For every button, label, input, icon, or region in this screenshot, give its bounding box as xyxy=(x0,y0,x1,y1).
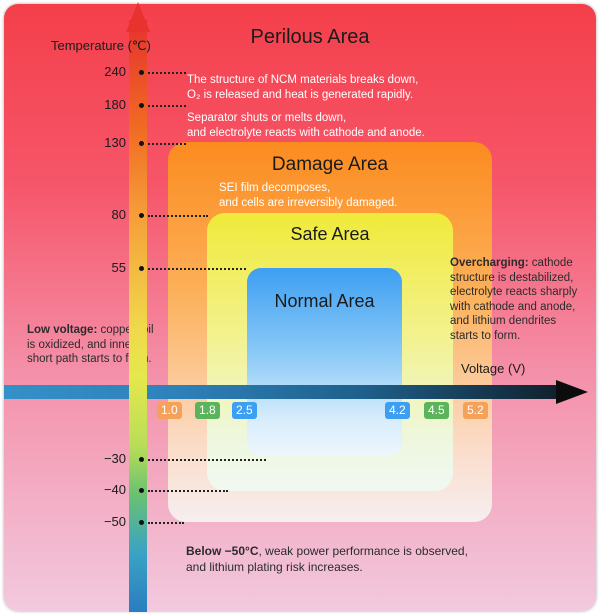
leader-line xyxy=(148,72,186,74)
note-lead: Below −50°C xyxy=(186,544,259,558)
normal-area-zone xyxy=(247,268,402,456)
tick-dot xyxy=(139,141,144,146)
tick-dot xyxy=(139,266,144,271)
leader-line xyxy=(148,522,184,524)
note-line: structure is destabilized, xyxy=(450,271,574,284)
temperature-tick-minus-30: −30 xyxy=(103,451,126,466)
ncm-breakdown-note: The structure of NCM materials breaks do… xyxy=(187,73,418,102)
note-line: SEI film decomposes, xyxy=(219,182,331,194)
leader-line xyxy=(148,105,186,107)
voltage-chip-4-2: 4.2 xyxy=(385,402,410,419)
leader-line xyxy=(148,490,228,492)
temperature-axis xyxy=(129,20,147,612)
note-line: , weak power performance is observed, xyxy=(258,544,468,558)
temperature-tick-180: 180 xyxy=(104,97,126,112)
voltage-axis xyxy=(4,385,560,399)
note-line: Separator shuts or melts down, xyxy=(187,112,347,124)
temperature-tick-130: 130 xyxy=(104,135,126,150)
note-lead: Low voltage: xyxy=(27,324,98,336)
note-line: cathode xyxy=(528,257,573,269)
temperature-axis-label: Temperature (℃) xyxy=(51,38,151,53)
leader-line xyxy=(148,143,186,145)
voltage-chip-5-2: 5.2 xyxy=(463,402,488,419)
separator-note: Separator shuts or melts down, and elect… xyxy=(187,111,425,140)
voltage-chip-1-8: 1.8 xyxy=(195,402,220,419)
leader-line xyxy=(148,268,246,270)
note-line: and lithium plating risk increases. xyxy=(186,560,363,574)
note-line: short path starts to form. xyxy=(27,353,152,365)
leader-line xyxy=(148,215,208,217)
tick-dot xyxy=(139,103,144,108)
sei-note: SEI film decomposes, and cells are irrev… xyxy=(219,181,397,210)
note-line: with cathode and anode, xyxy=(450,300,576,313)
temperature-tick-55: 55 xyxy=(111,260,126,275)
tick-dot xyxy=(139,488,144,493)
note-lead: Overcharging: xyxy=(450,257,529,269)
overcharging-note: Overcharging: cathode structure is desta… xyxy=(450,256,577,343)
damage-area-title: Damage Area xyxy=(271,154,389,175)
leader-line xyxy=(148,459,266,461)
tick-dot xyxy=(139,213,144,218)
note-line: starts to form. xyxy=(450,329,521,342)
note-line: electrolyte reacts sharply xyxy=(450,286,578,298)
low-voltage-note: Low voltage: copper foil is oxidized, an… xyxy=(27,323,154,367)
note-line: is oxidized, and inner xyxy=(27,338,136,351)
temperature-tick-minus-40: −40 xyxy=(103,482,126,497)
voltage-axis-label: Voltage (V) xyxy=(461,361,526,376)
voltage-chip-2-5: 2.5 xyxy=(232,402,257,419)
voltage-chip-1-0: 1.0 xyxy=(157,402,182,419)
temperature-tick-minus-50: −50 xyxy=(103,514,126,529)
voltage-chip-4-5: 4.5 xyxy=(424,402,449,419)
perilous-area-title: Perilous Area xyxy=(250,26,370,48)
note-line: The structure of NCM materials breaks do… xyxy=(187,74,419,86)
tick-dot xyxy=(139,457,144,462)
temperature-tick-240: 240 xyxy=(104,64,126,79)
temperature-tick-80: 80 xyxy=(111,207,126,222)
note-line: O₂ is released and heat is generated rap… xyxy=(187,88,414,101)
safe-area-title: Safe Area xyxy=(290,224,370,244)
note-line: and cells are irreversibly damaged. xyxy=(219,196,398,209)
note-line: and lithium dendrites xyxy=(450,315,557,327)
note-line: and electrolyte reacts with cathode and … xyxy=(187,126,425,139)
tick-dot xyxy=(139,520,144,525)
voltage-axis-arrow-icon xyxy=(556,380,588,404)
temperature-axis-arrow-icon xyxy=(126,2,150,32)
low-temperature-note: Below −50°C, weak power performance is o… xyxy=(186,543,468,575)
tick-dot xyxy=(139,70,144,75)
normal-area-title: Normal Area xyxy=(274,291,375,311)
